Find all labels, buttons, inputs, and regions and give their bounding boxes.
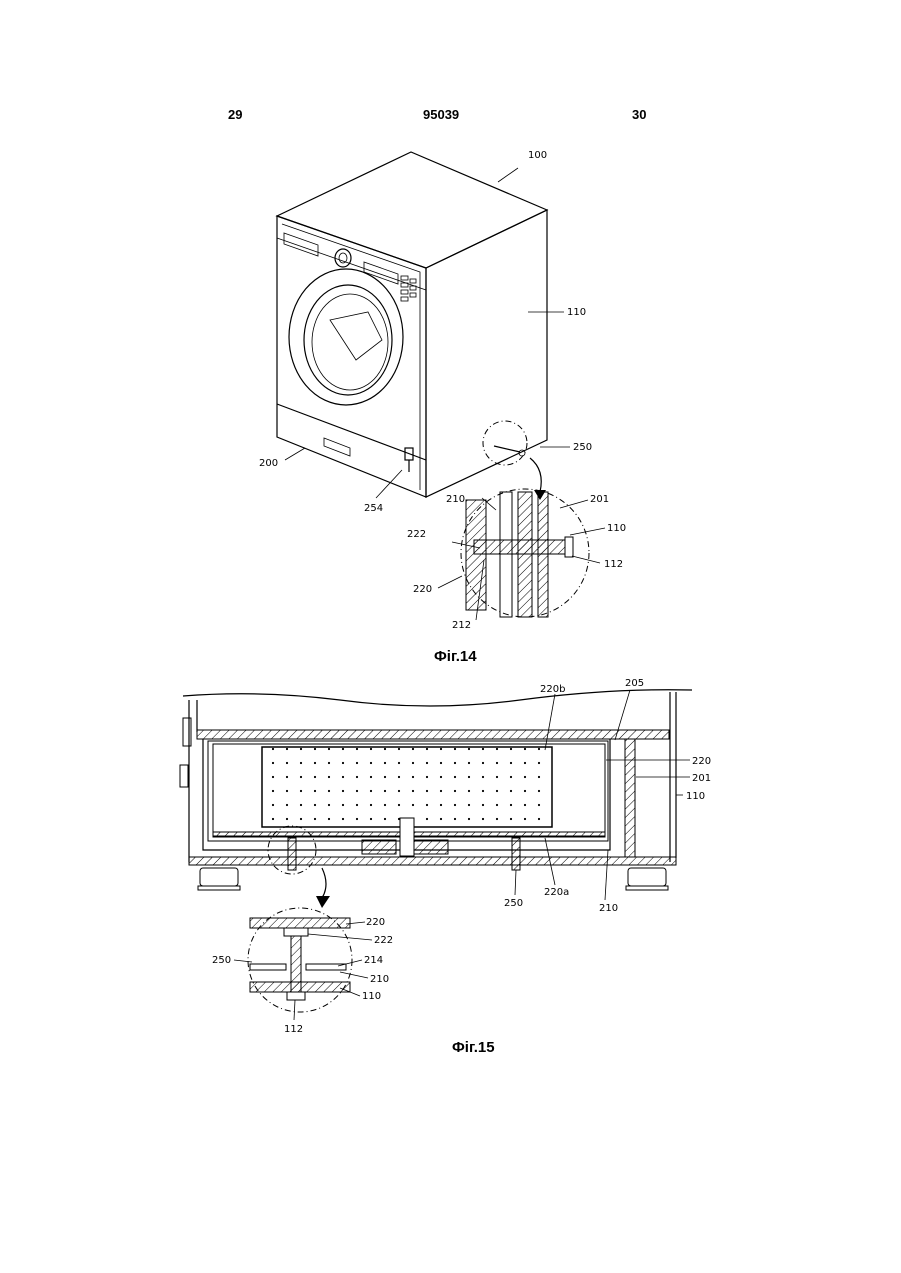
figure-14-caption: Фіг.14 [434,648,477,665]
label-210: 210 [446,494,465,505]
detail-label-210: 210 [370,974,389,985]
label-112: 112 [604,559,623,570]
label-212: 212 [452,620,471,631]
fig15-detail [234,908,372,1020]
label-100: 100 [528,150,547,161]
label-254: 254 [364,503,383,514]
label-110: 110 [567,307,586,318]
label-210: 210 [599,903,618,914]
washing-machine-drawing [277,152,570,500]
label-222: 222 [407,529,426,540]
fig14-detail [438,489,605,620]
label-220b: 220b [540,684,565,695]
label-250: 250 [573,442,592,453]
label-110-detail: 110 [607,523,626,534]
label-110: 110 [686,791,705,802]
detail-label-250: 250 [212,955,231,966]
figure-15-caption: Фіг.15 [452,1039,495,1056]
label-201: 201 [590,494,609,505]
label-250: 250 [504,898,523,909]
cross-section-drawing [180,690,692,908]
detail-label-214: 214 [364,955,383,966]
label-205: 205 [625,678,644,689]
label-220a: 220a [544,887,569,898]
label-201: 201 [692,773,711,784]
label-220: 220 [413,584,432,595]
detail-label-222: 222 [374,935,393,946]
detail-label-110: 110 [362,991,381,1002]
detail-label-220: 220 [366,917,385,928]
detail-label-112: 112 [284,1024,303,1035]
label-220: 220 [692,756,711,767]
label-200: 200 [259,458,278,469]
